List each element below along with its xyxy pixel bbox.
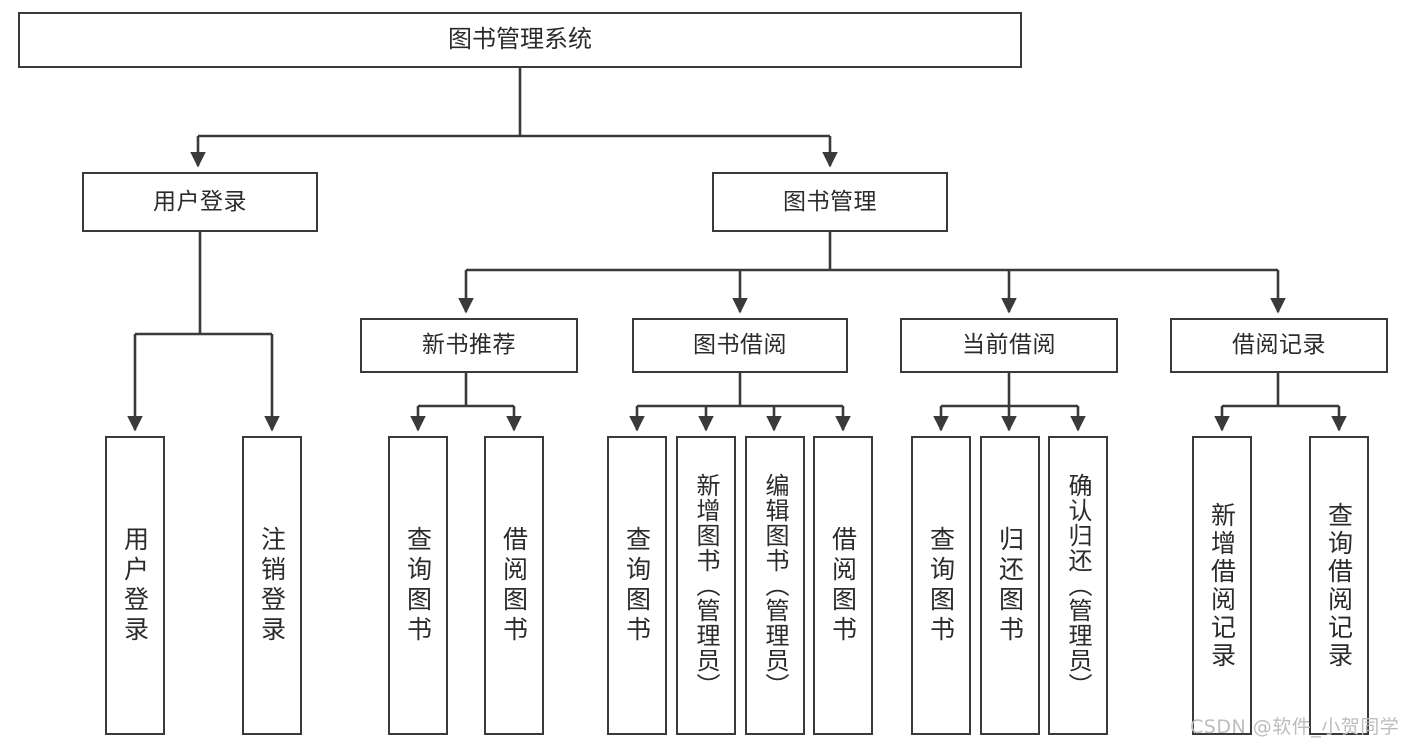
leaf-book-borrow-query[interactable]: 查询图书 — [607, 436, 667, 735]
node-label: 借阅图书 — [828, 525, 858, 646]
node-label: 图书借阅 — [693, 332, 787, 359]
node-current-borrow[interactable]: 当前借阅 — [900, 318, 1118, 373]
leaf-current-borrow-return[interactable]: 归还图书 — [980, 436, 1040, 735]
leaf-current-borrow-query[interactable]: 查询图书 — [911, 436, 971, 735]
leaf-book-borrow-borrow[interactable]: 借阅图书 — [813, 436, 873, 735]
node-user-login[interactable]: 用户登录 — [82, 172, 318, 232]
leaf-new-book-borrow[interactable]: 借阅图书 — [484, 436, 544, 735]
csdn-watermark: CSDN @软件_小贺同学 — [1190, 716, 1400, 738]
node-book-management[interactable]: 图书管理 — [712, 172, 948, 232]
node-label: 新书推荐 — [422, 332, 516, 359]
leaf-current-borrow-confirm-return[interactable]: 确认归还（管理员） — [1048, 436, 1108, 735]
node-root-book-management-system[interactable]: 图书管理系统 — [18, 12, 1022, 68]
leaf-user-login-logout[interactable]: 注销登录 — [242, 436, 302, 735]
node-label: 借阅记录 — [1232, 332, 1326, 359]
node-label: 查询图书 — [403, 525, 433, 646]
node-label: 借阅图书 — [499, 525, 529, 646]
leaf-borrow-records-add[interactable]: 新增借阅记录 — [1192, 436, 1252, 735]
node-label: 图书管理 — [783, 188, 877, 215]
leaf-book-borrow-edit[interactable]: 编辑图书（管理员） — [745, 436, 805, 735]
node-borrow-records[interactable]: 借阅记录 — [1170, 318, 1388, 373]
node-label: 用户登录 — [120, 525, 150, 646]
leaf-new-book-query[interactable]: 查询图书 — [388, 436, 448, 735]
node-label: 编辑图书（管理员） — [761, 473, 789, 698]
node-label: 查询图书 — [622, 525, 652, 646]
node-label: 新增图书（管理员） — [692, 473, 720, 698]
node-book-borrow[interactable]: 图书借阅 — [632, 318, 848, 373]
leaf-borrow-records-query[interactable]: 查询借阅记录 — [1309, 436, 1369, 735]
node-label: 归还图书 — [995, 525, 1025, 646]
node-label: 查询图书 — [926, 525, 956, 646]
node-new-book-recommend[interactable]: 新书推荐 — [360, 318, 578, 373]
node-label: 查询借阅记录 — [1324, 501, 1354, 670]
node-label: 图书管理系统 — [448, 25, 592, 54]
leaf-book-borrow-add[interactable]: 新增图书（管理员） — [676, 436, 736, 735]
node-label: 用户登录 — [153, 188, 247, 215]
node-label: 新增借阅记录 — [1207, 501, 1237, 670]
leaf-user-login-login[interactable]: 用户登录 — [105, 436, 165, 735]
node-label: 确认归还（管理员） — [1064, 473, 1092, 698]
node-label: 当前借阅 — [962, 332, 1056, 359]
node-label: 注销登录 — [257, 525, 287, 646]
